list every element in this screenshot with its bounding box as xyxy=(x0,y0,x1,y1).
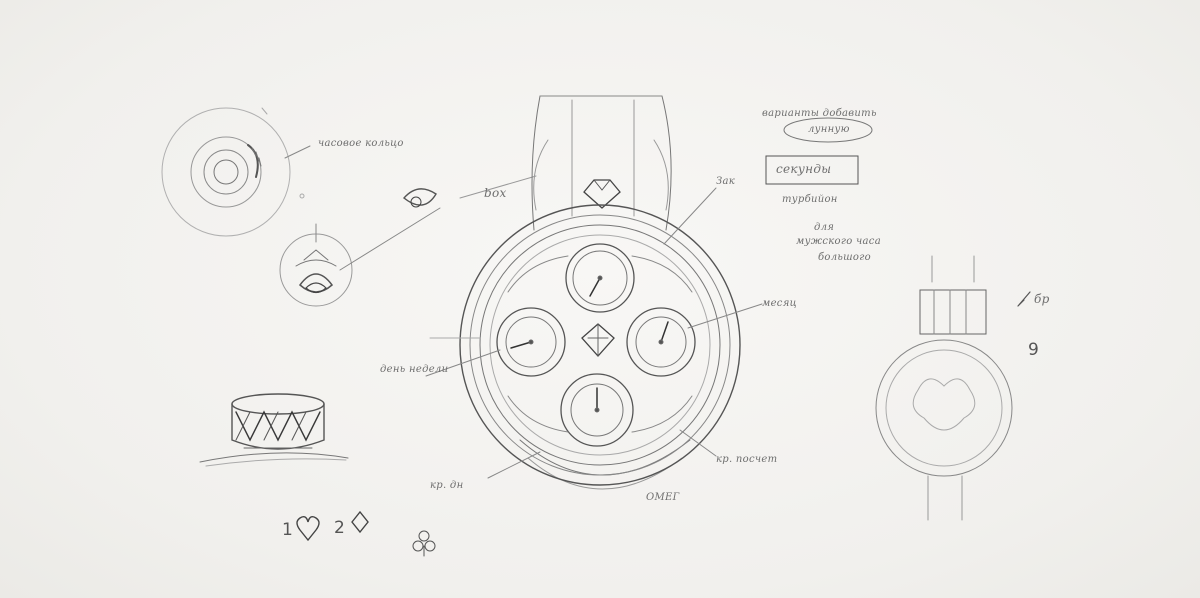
hours-note: Зак xyxy=(716,176,736,187)
heart-crown-sketch xyxy=(279,188,441,307)
weekday-note: день недели xyxy=(380,364,449,375)
variants-note: варианты добавить xyxy=(762,108,877,119)
crown-barrel-sketch xyxy=(199,393,349,467)
day-note: кр. дн xyxy=(430,480,464,491)
large-note: большого xyxy=(818,252,871,263)
side-watch-sketch xyxy=(875,255,1031,521)
side-note-2: 9 xyxy=(1028,340,1040,360)
counter-note: кр. посчет xyxy=(716,454,778,465)
crown-ring-note: часовое кольцо xyxy=(318,138,404,149)
seconds-note: секунды xyxy=(776,162,832,176)
side-note-1: бр xyxy=(1034,292,1050,306)
moon-note: лунную xyxy=(808,124,850,135)
tourbillon-note: турбийон xyxy=(782,194,838,205)
suit-doodles xyxy=(296,510,436,557)
box-note: box xyxy=(484,186,507,200)
months-note: месяц xyxy=(762,298,797,309)
dial-detail-sketch xyxy=(161,107,311,237)
suit-number-two: 2 xyxy=(334,518,346,538)
suit-number-one: 1 xyxy=(282,520,294,540)
for-note: для xyxy=(814,222,835,233)
signature-note: ОМЕГ xyxy=(646,492,680,503)
mens-note: мужского часа xyxy=(796,236,881,247)
main-watch-sketch xyxy=(425,95,763,490)
